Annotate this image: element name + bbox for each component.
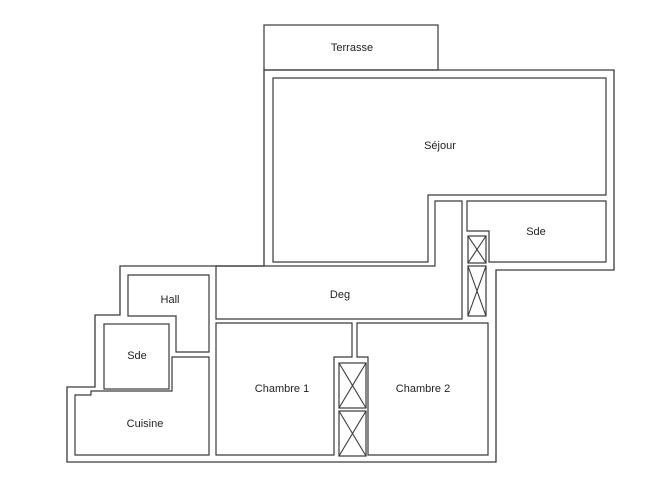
room-sde-right-outline — [466, 200, 607, 263]
outer-wall-outline — [66, 69, 615, 463]
room-sejour-outline — [272, 77, 607, 263]
label-cuisine: Cuisine — [127, 418, 164, 430]
label-terrasse: Terrasse — [331, 42, 373, 54]
label-chambre2: Chambre 2 — [396, 383, 450, 395]
room-sde-left-outline — [103, 323, 170, 390]
shaft-right-top — [467, 235, 487, 264]
room-cuisine-outline — [74, 356, 210, 456]
label-sejour: Séjour — [424, 140, 456, 152]
label-hall: Hall — [161, 294, 180, 306]
shaft-right-bottom — [467, 265, 487, 317]
room-deg-outline — [215, 200, 463, 320]
label-sde-left: Sde — [127, 350, 147, 362]
label-deg: Deg — [330, 289, 350, 301]
label-chambre1: Chambre 1 — [255, 383, 309, 395]
label-sde-right: Sde — [526, 226, 546, 238]
room-hall-outline — [127, 274, 210, 353]
room-chambre2-outline — [356, 322, 489, 456]
shaft-center-bottom — [338, 410, 367, 457]
shaft-center-top — [338, 362, 367, 409]
room-chambre1-outline — [215, 322, 353, 456]
